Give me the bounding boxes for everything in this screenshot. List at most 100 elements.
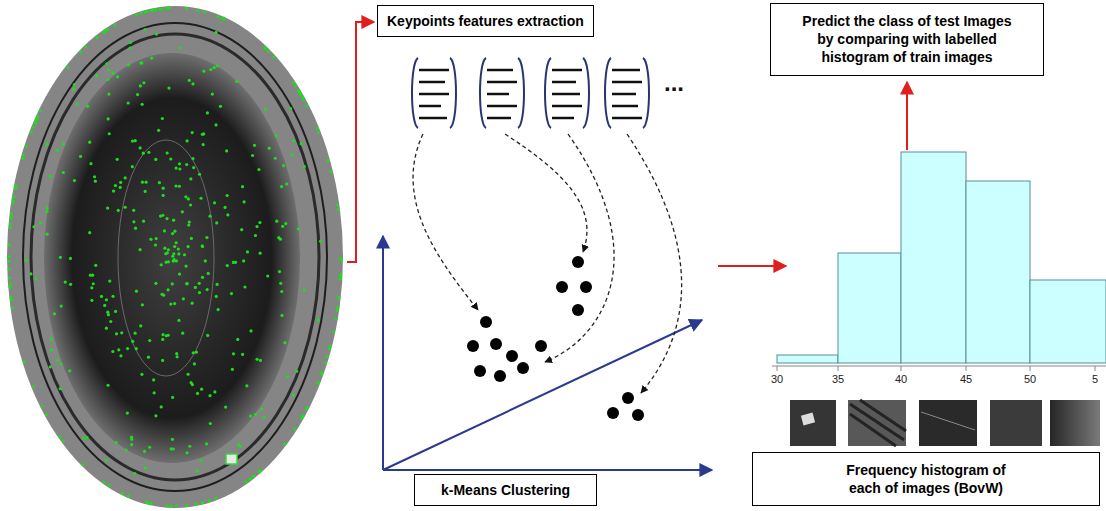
keypoint-dot [111, 295, 114, 298]
keypoint-dot [135, 347, 138, 350]
keypoint-dot [201, 501, 204, 504]
keypoint-dot [140, 12, 143, 15]
keypoint-dot [127, 101, 130, 104]
keypoint-dot [66, 66, 69, 69]
vector-entry [419, 117, 447, 120]
keypoint-dot [225, 149, 228, 152]
keypoint-dot [117, 348, 120, 351]
vector-bracket [605, 58, 611, 128]
keypoint-dot [79, 155, 82, 158]
keypoint-dot [259, 252, 262, 255]
egg-inner-outline [118, 140, 214, 376]
keypoint-dot [177, 319, 180, 322]
keypoint-dot [82, 463, 85, 466]
keypoint-dot [157, 129, 160, 132]
keypoint-dot [114, 184, 117, 187]
vector-bracket [518, 58, 524, 128]
keypoint-dot [263, 416, 266, 419]
keypoint-dot [259, 359, 262, 362]
box-label: Predict the class of test Images by comp… [798, 12, 1016, 67]
keypoint-dot [127, 494, 130, 497]
keypoint-dot [160, 263, 163, 266]
box-label: Frequency histogram of each of images (B… [837, 461, 1015, 497]
keypoint-dot [133, 472, 136, 475]
keypoint-dot [274, 157, 277, 160]
keypoint-dot [90, 299, 93, 302]
keypoint-dot [89, 162, 92, 165]
keypoint-dot [14, 187, 17, 190]
vector-entry [612, 69, 640, 72]
keypoint-dot [267, 50, 270, 53]
keypoint-dot [280, 314, 283, 317]
keypoint-dot [115, 332, 118, 335]
vector-entry [419, 69, 449, 72]
keypoint-dot [251, 475, 254, 478]
feature-vector [545, 58, 589, 128]
keypoint-dot [208, 215, 211, 218]
keypoint-dot [317, 130, 320, 133]
keypoint-dot [144, 466, 147, 469]
keypoint-dot [131, 140, 134, 143]
keypoint-dot [149, 238, 152, 241]
keypoint-dot [134, 227, 137, 230]
keypoint-dot [147, 356, 150, 359]
keypoint-dot [316, 382, 319, 385]
keypoint-dot [126, 347, 129, 350]
keypoint-dot [168, 7, 171, 10]
keypoint-dot [23, 360, 26, 363]
keypoint-dot [190, 237, 193, 240]
keypoint-dot [153, 391, 156, 394]
feature-vector [480, 58, 524, 128]
keypoint-dot [46, 207, 49, 210]
keypoint-dot [159, 214, 162, 217]
dashed-arrow [545, 134, 614, 362]
axis-line [383, 469, 712, 471]
keypoint-dot [73, 179, 76, 182]
keypoint-dot [202, 143, 205, 146]
keypoint-dot [143, 450, 146, 453]
keypoint-dot [198, 173, 201, 176]
keypoint-dot [201, 501, 204, 504]
keypoint-dot [196, 469, 199, 472]
keypoint-dot [211, 93, 214, 96]
egg-image [7, 6, 343, 508]
keypoint-dot [108, 279, 111, 282]
keypoint-dot [275, 134, 278, 137]
keypoint-dot [336, 306, 339, 309]
keypoint-dot [185, 504, 188, 507]
keypoint-dot [200, 459, 203, 462]
process-box: Frequency histogram of each of images (B… [752, 452, 1100, 506]
keypoint-dot [209, 68, 212, 71]
keypoint-dot [94, 180, 97, 183]
keypoint-dot [202, 70, 205, 73]
keypoint-dot [132, 209, 135, 212]
keypoint-dot [204, 259, 207, 262]
keypoint-dot [203, 10, 206, 13]
keypoint-dot [249, 414, 252, 417]
patch-image [919, 400, 977, 446]
keypoint-dot [166, 251, 169, 254]
keypoint-dot [272, 55, 275, 58]
box-label: Keypoints features extraction [387, 12, 584, 30]
keypoint-dot [113, 23, 116, 26]
keypoint-dot [246, 250, 249, 253]
axis-line [383, 320, 702, 470]
process-box: Predict the class of test Images by comp… [770, 3, 1044, 76]
keypoint-dot [185, 282, 188, 285]
keypoint-dot [202, 132, 205, 135]
keypoint-dot [116, 158, 119, 161]
keypoint-dot [158, 7, 161, 10]
keypoint-dot [188, 445, 191, 448]
keypoint-dot [255, 358, 258, 361]
keypoint-dot [161, 333, 164, 336]
keypoint-dot [69, 257, 72, 260]
keypoint-dot [56, 359, 59, 362]
vector-bracket [412, 58, 418, 128]
keypoint-dot [92, 282, 95, 285]
assignment-arrows [413, 134, 682, 393]
keypoint-dot [216, 283, 219, 286]
keypoint-dot [127, 63, 130, 66]
keypoint-dot [34, 120, 37, 123]
keypoint-dot [94, 264, 97, 267]
keypoint-dot [219, 105, 222, 108]
